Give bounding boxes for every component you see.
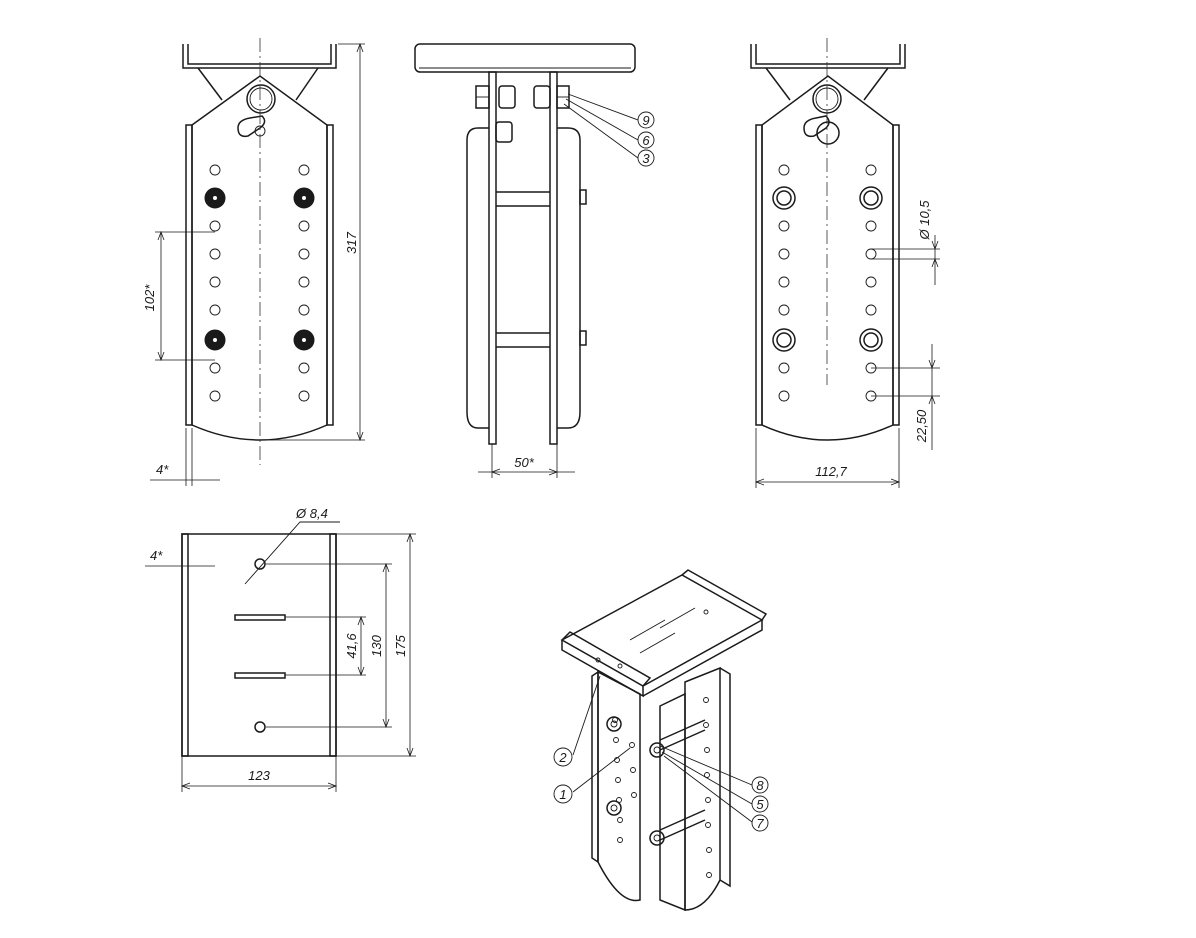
- dim-plate-length: 175: [393, 634, 408, 656]
- callout-9: 9: [642, 113, 649, 128]
- dim-inner-width: 50*: [514, 455, 534, 470]
- top-plate-view: Ø 8,4 4* 41,6 130 175 123: [145, 506, 416, 792]
- dim-hole-spacing: 102*: [142, 284, 157, 312]
- callout-6: 6: [642, 133, 650, 148]
- dim-hole-diameter-back: Ø 10,5: [917, 200, 932, 241]
- callout-2: 2: [558, 750, 567, 765]
- callout-1: 1: [559, 787, 566, 802]
- front-holes-left: [204, 164, 226, 402]
- iso-bolts: [606, 716, 665, 846]
- callout-5: 5: [756, 797, 764, 812]
- front-view: 317 102* 4*: [142, 38, 365, 486]
- side-nuts: [475, 85, 570, 143]
- callout-8: 8: [756, 778, 764, 793]
- dim-width-back: 112,7: [815, 464, 847, 479]
- dim-slot-spacing: 41,6: [344, 633, 359, 659]
- back-holes-left: [772, 164, 796, 402]
- dim-height-total: 317: [344, 231, 359, 253]
- dim-hole-diameter-top: Ø 8,4: [295, 506, 328, 521]
- isometric-view: 2 1 8 5 7: [553, 569, 769, 912]
- dim-plate-width: 123: [248, 768, 270, 783]
- callout-7: 7: [756, 816, 764, 831]
- back-view: Ø 10,5 22,50 112,7: [750, 38, 940, 488]
- callout-3: 3: [642, 151, 650, 166]
- dim-plate-thickness-front: 4*: [156, 462, 169, 477]
- back-holes-right: [859, 164, 883, 402]
- dim-hole-pitch-back: 22,50: [914, 409, 929, 443]
- side-view: 9 6 3 50*: [414, 43, 655, 478]
- front-holes-right: [293, 164, 315, 402]
- dim-hole-center-distance: 130: [369, 634, 384, 656]
- dim-plate-thickness-top: 4*: [150, 548, 163, 563]
